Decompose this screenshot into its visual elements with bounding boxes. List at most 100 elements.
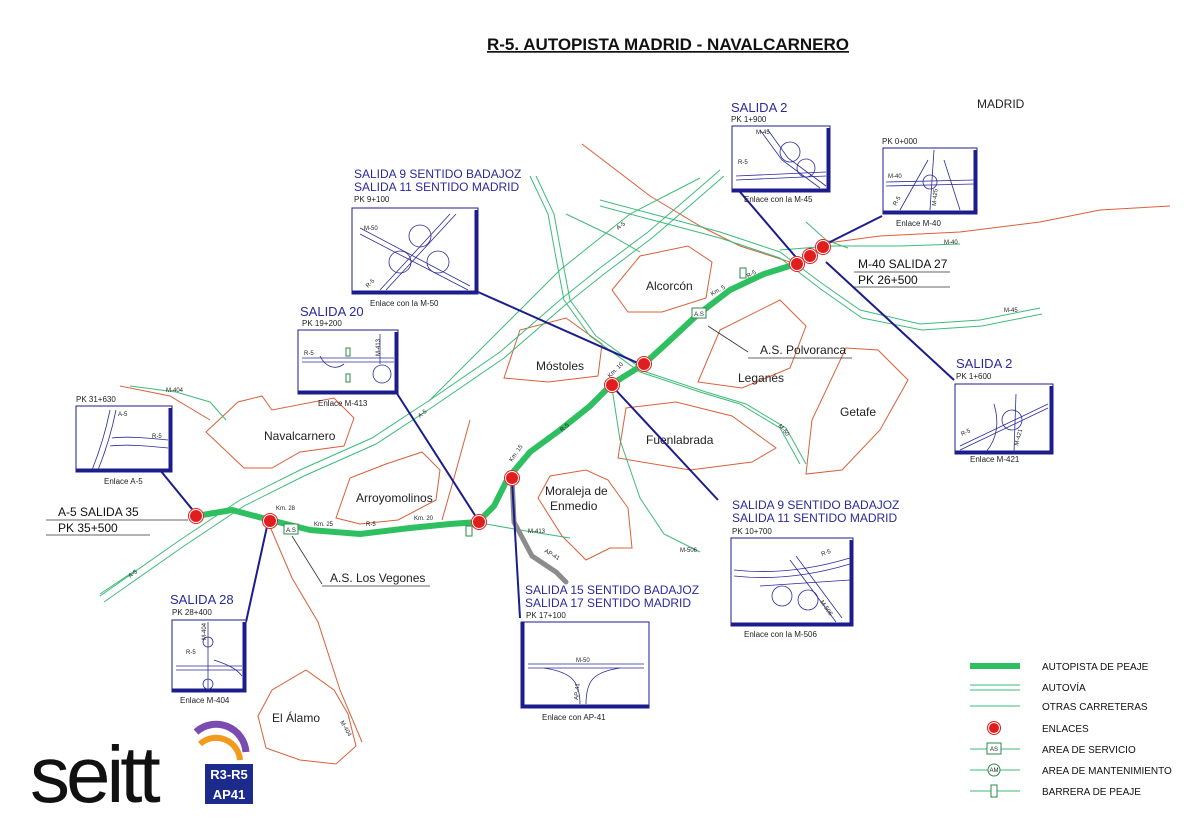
autovia-m50-a	[529, 175, 801, 465]
label-as-polvoranca: A.S. Polvoranca	[760, 343, 846, 357]
legend-symbol-am: AM	[990, 768, 999, 774]
seitt-logo: seitt R3-R5 AP41	[30, 720, 253, 819]
exit-pk: PK 35+500	[58, 521, 118, 535]
inset-salida9-top: SALIDA 9 SENTIDO BADAJOZ SALIDA 11 SENTI…	[351, 167, 521, 308]
road-label: R-5	[559, 422, 571, 433]
exit-caption: Enlace con AP-41	[542, 713, 606, 722]
autovia-m404	[129, 385, 227, 421]
exit-caption: Enlace M-404	[180, 696, 230, 705]
road-label: AP-41	[543, 549, 561, 563]
exit-title: SALIDA 2	[956, 356, 1012, 371]
road-label: M-413	[528, 529, 546, 535]
interchanges	[188, 239, 831, 530]
road-label: R-5	[746, 269, 758, 279]
autovias	[99, 169, 1043, 603]
road-label: A-5	[417, 409, 429, 420]
inset-road-label: M-404	[202, 622, 208, 640]
autovia-n1	[565, 213, 641, 253]
inset-pk0: PK 0+000 M-40 R-5 M-425 Enlace M-40	[882, 137, 978, 228]
legend-swatch-area-servicio	[986, 742, 1002, 755]
exit-pk: PK 26+500	[858, 273, 918, 287]
area-leganes	[697, 299, 807, 389]
city-label-navalcarnero: Navalcarnero	[264, 429, 336, 443]
exit-pk: PK 31+630	[76, 395, 116, 404]
autovia-m50-b	[535, 175, 807, 465]
inset-road-label: R-5	[960, 428, 972, 438]
legend-label-toll: AUTOPISTA DE PEAJE	[1042, 662, 1149, 673]
city-label-moraleja-1: Moraleja de	[545, 484, 608, 498]
inset-road-label: R-5	[365, 278, 377, 290]
legend-label-autovia: AUTOVÍA	[1042, 681, 1086, 694]
interchange-marker	[471, 514, 487, 530]
interchange-marker	[789, 256, 805, 272]
exit-pk: PK 1+900	[731, 115, 767, 124]
area-getafe	[805, 347, 909, 475]
logo-badge-2	[205, 784, 253, 804]
autovia-a5-a	[99, 169, 721, 597]
exit-pk: PK 9+100	[354, 195, 390, 204]
area-mostoles	[503, 317, 603, 383]
logo-line2: AP41	[213, 787, 246, 802]
logo-brand: seitt	[30, 730, 160, 819]
inset-salida20: SALIDA 20 PK 19+200 R-5 M-413 Enlace M-4…	[297, 304, 399, 408]
label-a5-salida35: A-5 SALIDA 35 PK 35+500	[46, 505, 188, 536]
exit-pk: PK 0+000	[882, 137, 918, 146]
exit-title: SALIDA 11 SENTIDO MADRID	[732, 511, 897, 525]
area-fuenlabrada	[617, 401, 777, 471]
interchange-marker	[802, 248, 818, 264]
inset-road-label: M-425	[932, 188, 940, 206]
exit-title: SALIDA 20	[300, 304, 364, 319]
exit-caption: Enlace A-5	[104, 477, 143, 486]
road-label: M-506	[680, 548, 698, 554]
road-madrid-west	[581, 143, 791, 263]
inset-road-label: R-5	[304, 351, 314, 357]
legend-label-barrera: BARRERA DE PEAJE	[1042, 787, 1141, 798]
area-arroyomolinos	[335, 451, 441, 525]
inset-salida9-bottom: SALIDA 9 SENTIDO BADAJOZ SALIDA 11 SENTI…	[730, 498, 899, 639]
exit-caption: Enlace M-421	[970, 455, 1020, 464]
label-m40-salida27: M-40 SALIDA 27 PK 26+500	[854, 257, 950, 288]
inset-leader-lines	[159, 191, 955, 623]
service-area-marker	[691, 307, 707, 319]
legend-label-area-servicio: AREA DE SERVICIO	[1042, 745, 1136, 756]
area-elalamo	[257, 669, 357, 765]
interchange-marker	[188, 508, 204, 524]
road-label: M-40	[944, 240, 958, 246]
interchange-marker	[604, 377, 620, 393]
inset-road-label: M-45	[756, 130, 770, 136]
inset-salida2-right: SALIDA 2 PK 1+600 R-5 M-421 Enlace M-421	[954, 356, 1054, 464]
autovia-a5-c	[429, 177, 701, 401]
km-label: Km. 20	[414, 516, 434, 522]
exit-caption: Enlace M-413	[318, 399, 368, 408]
road-central-vertical	[441, 419, 471, 521]
road-label: M-404	[166, 388, 184, 394]
autovia-m45-a	[599, 199, 1041, 325]
inset-road-label: A-5	[118, 412, 128, 418]
legend-label-area-mant: AREA DE MANTENIMIENTO	[1042, 766, 1172, 777]
area-alcorcon	[611, 245, 713, 313]
logo-swoosh	[193, 720, 250, 753]
km-label: Km. 25	[314, 522, 334, 528]
road-label: R-5	[366, 522, 376, 528]
other-roads	[119, 143, 1171, 743]
city-label-madrid: MADRID	[977, 97, 1025, 111]
legend-symbol-as: AS	[990, 747, 998, 753]
inset-road-label: R-5	[893, 195, 903, 207]
inset-road-label: M-421	[1014, 428, 1024, 447]
interchange-marker	[504, 470, 520, 486]
city-label-fuenlabrada: Fuenlabrada	[646, 433, 714, 447]
interchange-marker	[262, 513, 278, 529]
exit-pk: PK 10+700	[732, 527, 772, 536]
inset-road-label: M-50	[576, 658, 590, 664]
toll-highway-r5	[193, 261, 799, 537]
inset-road-label: R-5	[738, 160, 748, 166]
exit-title: SALIDA 17 SENTIDO MADRID	[525, 596, 691, 610]
inset-road-label: R-5	[152, 434, 162, 440]
inset-road-label: R-5	[186, 650, 196, 656]
road-label: M-50	[776, 423, 790, 438]
road-label: M-45	[1004, 308, 1018, 314]
autovia-a5-left	[99, 569, 137, 595]
city-label-moraleja-2: Enmedio	[550, 499, 598, 513]
exit-caption: Enlace con la M-45	[744, 195, 813, 204]
